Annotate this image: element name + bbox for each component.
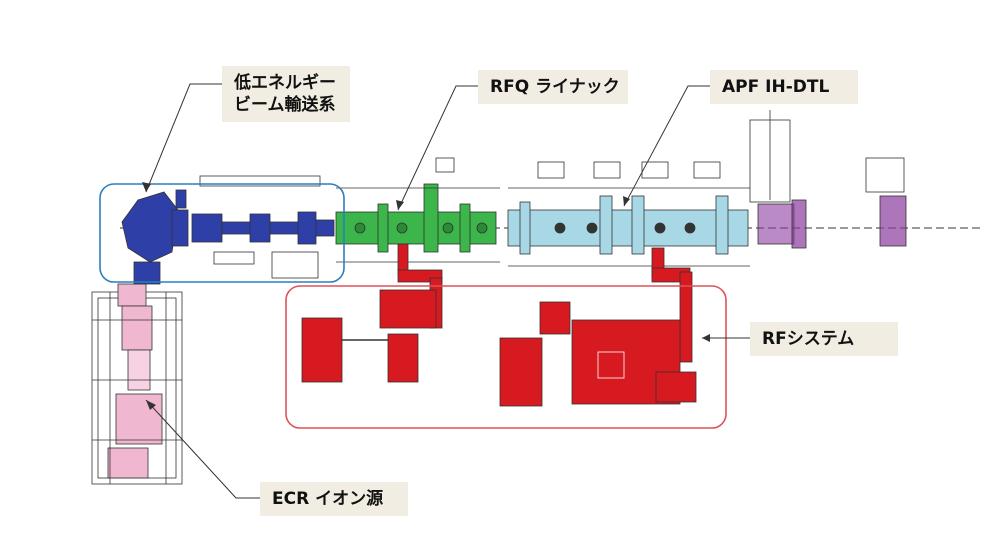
rfq-section: [335, 157, 500, 263]
label-rfq: RFQ ライナック: [478, 70, 628, 104]
label-lebt-line2: ビーム輸送系: [234, 95, 336, 115]
leader-lebt: [145, 83, 222, 193]
label-lebt-line1: 低エネルギー: [234, 73, 336, 93]
leader-rf-arrowhead: [702, 334, 710, 342]
leader-rfq: [397, 85, 478, 211]
rf-system: [301, 243, 697, 407]
apf-section: [507, 161, 750, 267]
label-lebt: 低エネルギー ビーム輸送系: [222, 66, 350, 122]
label-ecr: ECR イオン源: [260, 482, 408, 516]
leader-apf-arrowhead: [623, 196, 630, 206]
leader-lebt-arrowhead: [142, 182, 151, 192]
leader-rfq-arrowhead: [396, 200, 404, 210]
label-rf-system: RFシステム: [750, 322, 898, 356]
ecr-ion-source: [91, 283, 183, 485]
leader-ecr-arrowhead: [146, 400, 156, 410]
leader-ecr: [145, 399, 260, 499]
lebt-section: [121, 175, 335, 285]
rf-group-box: [285, 285, 727, 429]
label-apf: APF IH-DTL: [710, 70, 858, 104]
leader-apf: [623, 85, 710, 207]
exit-section: [749, 110, 907, 249]
lebt-group-box: [99, 183, 345, 283]
